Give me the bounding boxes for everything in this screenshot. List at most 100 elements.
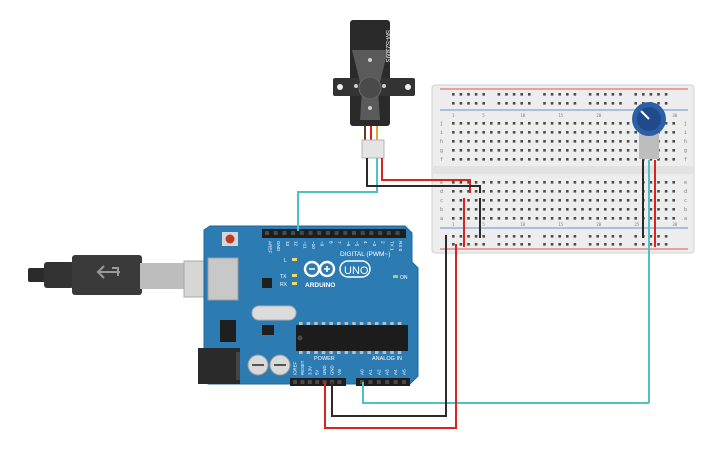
breadboard-hole[interactable] xyxy=(467,199,470,202)
rail-hole[interactable] xyxy=(550,235,554,238)
breadboard-hole[interactable] xyxy=(558,190,561,193)
breadboard-hole[interactable] xyxy=(588,122,592,125)
breadboard-hole[interactable] xyxy=(672,149,675,152)
rail-hole[interactable] xyxy=(619,235,622,238)
breadboard-hole[interactable] xyxy=(474,140,478,143)
rail-hole[interactable] xyxy=(649,93,653,96)
rail-hole[interactable] xyxy=(520,235,523,238)
rail-hole[interactable] xyxy=(611,102,615,105)
breadboard-hole[interactable] xyxy=(566,131,569,134)
breadboard-hole[interactable] xyxy=(558,140,561,143)
header-hole[interactable] xyxy=(291,231,296,235)
header-hole[interactable] xyxy=(368,380,373,384)
breadboard-hole[interactable] xyxy=(649,190,653,193)
rail-hole[interactable] xyxy=(459,243,463,246)
breadboard-hole[interactable] xyxy=(604,158,607,161)
breadboard-hole[interactable] xyxy=(490,140,493,143)
rail-hole[interactable] xyxy=(558,102,561,105)
breadboard-hole[interactable] xyxy=(604,190,607,193)
breadboard-hole[interactable] xyxy=(573,181,577,184)
breadboard-hole[interactable] xyxy=(657,158,660,161)
breadboard-hole[interactable] xyxy=(528,190,531,193)
breadboard-hole[interactable] xyxy=(604,181,607,184)
breadboard-hole[interactable] xyxy=(512,190,516,193)
wire-5v[interactable] xyxy=(324,244,457,429)
potentiometer[interactable] xyxy=(632,102,666,159)
breadboard-hole[interactable] xyxy=(459,208,463,211)
breadboard-hole[interactable] xyxy=(482,190,485,193)
rail-hole[interactable] xyxy=(657,235,660,238)
breadboard-hole[interactable] xyxy=(581,122,584,125)
breadboard-hole[interactable] xyxy=(505,140,508,143)
breadboard-hole[interactable] xyxy=(452,140,455,143)
breadboard-hole[interactable] xyxy=(550,190,554,193)
breadboard-hole[interactable] xyxy=(550,140,554,143)
rail-hole[interactable] xyxy=(497,93,501,96)
breadboard-hole[interactable] xyxy=(664,217,668,220)
breadboard-hole[interactable] xyxy=(520,181,523,184)
breadboard-hole[interactable] xyxy=(459,158,463,161)
rail-hole[interactable] xyxy=(634,102,637,105)
breadboard-hole[interactable] xyxy=(490,131,493,134)
breadboard-hole[interactable] xyxy=(490,158,493,161)
breadboard-hole[interactable] xyxy=(611,199,615,202)
breadboard-hole[interactable] xyxy=(543,122,546,125)
breadboard-hole[interactable] xyxy=(611,190,615,193)
rail-hole[interactable] xyxy=(452,93,455,96)
breadboard-hole[interactable] xyxy=(474,208,478,211)
breadboard-hole[interactable] xyxy=(649,208,653,211)
rail-hole[interactable] xyxy=(550,93,554,96)
breadboard-hole[interactable] xyxy=(672,140,675,143)
breadboard-hole[interactable] xyxy=(535,190,539,193)
breadboard-hole[interactable] xyxy=(619,131,622,134)
rail-hole[interactable] xyxy=(588,235,592,238)
breadboard-hole[interactable] xyxy=(596,140,599,143)
breadboard-hole[interactable] xyxy=(581,140,584,143)
rail-hole[interactable] xyxy=(452,102,455,105)
breadboard-hole[interactable] xyxy=(528,181,531,184)
rail-hole[interactable] xyxy=(505,235,508,238)
breadboard-hole[interactable] xyxy=(490,217,493,220)
breadboard-hole[interactable] xyxy=(520,217,523,220)
breadboard-hole[interactable] xyxy=(459,122,463,125)
breadboard-hole[interactable] xyxy=(558,199,561,202)
breadboard-hole[interactable] xyxy=(657,190,660,193)
breadboard-hole[interactable] xyxy=(649,181,653,184)
breadboard-hole[interactable] xyxy=(543,149,546,152)
breadboard-hole[interactable] xyxy=(581,149,584,152)
breadboard-hole[interactable] xyxy=(573,158,577,161)
breadboard-hole[interactable] xyxy=(604,149,607,152)
breadboard-hole[interactable] xyxy=(596,158,599,161)
rail-hole[interactable] xyxy=(543,93,546,96)
breadboard-hole[interactable] xyxy=(611,181,615,184)
breadboard-hole[interactable] xyxy=(474,122,478,125)
rail-hole[interactable] xyxy=(634,235,637,238)
wire-pot-wiper-to-a0[interactable] xyxy=(362,382,649,404)
breadboard-hole[interactable] xyxy=(573,122,577,125)
rail-hole[interactable] xyxy=(467,93,470,96)
breadboard-hole[interactable] xyxy=(528,131,531,134)
rail-hole[interactable] xyxy=(512,102,516,105)
breadboard-hole[interactable] xyxy=(452,122,455,125)
breadboard-hole[interactable] xyxy=(528,217,531,220)
breadboard-hole[interactable] xyxy=(611,140,615,143)
rail-hole[interactable] xyxy=(528,235,531,238)
breadboard-hole[interactable] xyxy=(581,131,584,134)
breadboard-hole[interactable] xyxy=(634,181,637,184)
rail-hole[interactable] xyxy=(573,235,577,238)
breadboard-hole[interactable] xyxy=(550,122,554,125)
breadboard-hole[interactable] xyxy=(467,208,470,211)
breadboard-hole[interactable] xyxy=(596,149,599,152)
breadboard-hole[interactable] xyxy=(543,217,546,220)
rail-hole[interactable] xyxy=(505,102,508,105)
breadboard-hole[interactable] xyxy=(474,199,478,202)
breadboard-hole[interactable] xyxy=(482,149,485,152)
breadboard-hole[interactable] xyxy=(535,217,539,220)
breadboard-hole[interactable] xyxy=(474,217,478,220)
breadboard-hole[interactable] xyxy=(619,208,622,211)
rail-hole[interactable] xyxy=(558,243,561,246)
rail-hole[interactable] xyxy=(497,102,501,105)
breadboard-hole[interactable] xyxy=(543,131,546,134)
header-hole[interactable] xyxy=(265,231,269,235)
breadboard-hole[interactable] xyxy=(581,190,584,193)
